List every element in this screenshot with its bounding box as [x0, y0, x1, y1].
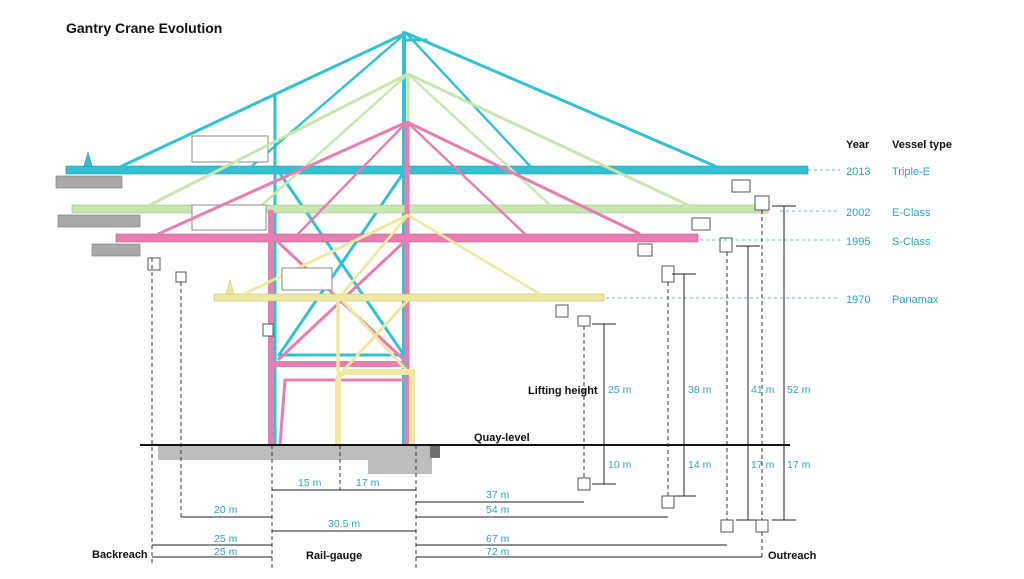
diagram-title: Gantry Crane Evolution [66, 20, 222, 36]
crane-2002-counterweight [57, 214, 141, 228]
backreach-label: Backreach [92, 549, 148, 561]
crane-1970-cabin [281, 267, 333, 291]
below-quay-2002: 17 m [751, 459, 775, 471]
vessel-1970: Panamax [892, 294, 939, 306]
year-1995: 1995 [846, 236, 870, 248]
lift-height-1995: 38 m [688, 384, 712, 396]
year-header: Year [846, 139, 870, 151]
crane-2002-boom [71, 204, 769, 214]
trolleys [147, 179, 770, 337]
lift-height-2013: 52 m [787, 384, 811, 396]
crane-2013-apex-post [83, 151, 93, 167]
gauge-1970-right: 17 m [356, 477, 380, 489]
quay-block-step [368, 458, 432, 474]
outreach-2013: 72 m [486, 546, 510, 558]
backreach-b: 25 m [214, 546, 238, 558]
horizontal-dimensions [152, 489, 762, 558]
crane-1970-boom [213, 293, 605, 302]
vessel-2013: Triple-E [892, 166, 930, 178]
outreach-2002: 67 m [486, 533, 510, 545]
quay-block [158, 446, 430, 460]
crane-1995-counterweight [91, 243, 141, 257]
rail-gauge-label: Rail-gauge [306, 550, 362, 562]
year-1970: 1970 [846, 294, 870, 306]
below-quay-1970: 10 m [608, 459, 632, 471]
quay-level-label: Quay-level [474, 432, 530, 444]
quay-fender [430, 446, 440, 458]
vessel-1995: S-Class [892, 236, 931, 248]
vessel-type-header: Vessel type [892, 139, 952, 151]
year-2002: 2002 [846, 207, 870, 219]
legend-connectors [606, 169, 840, 299]
crane-2013-boom [65, 165, 809, 175]
vertical-dimensions [592, 205, 796, 521]
lift-height-2002: 41 m [751, 384, 775, 396]
reference-lines [151, 210, 763, 570]
outreach-1995: 54 m [486, 504, 510, 516]
year-2013: 2013 [846, 166, 870, 178]
lifting-height-label: Lifting height [528, 385, 598, 397]
below-quay-1995: 14 m [688, 459, 712, 471]
crane-2013 [65, 31, 809, 447]
crane-2002-cabin [191, 204, 267, 231]
vessel-2002: E-Class [892, 207, 931, 219]
gauge-1970-left: 15 m [298, 477, 322, 489]
outreach-1970: 37 m [486, 489, 510, 501]
rail-gauge-modern: 30.5 m [328, 518, 360, 530]
lift-height-1970: 25 m [608, 384, 632, 396]
crane-1970 [213, 213, 605, 445]
hook-boxes [577, 477, 769, 533]
backreach-a: 25 m [214, 533, 238, 545]
crane-2013-cabin [191, 135, 269, 163]
crane-2013-counterweight [55, 175, 123, 189]
backreach-1970: 20 m [214, 504, 238, 516]
below-quay-2013: 17 m [787, 459, 811, 471]
outreach-label: Outreach [768, 550, 817, 562]
crane-1970-apex-post [225, 279, 235, 295]
